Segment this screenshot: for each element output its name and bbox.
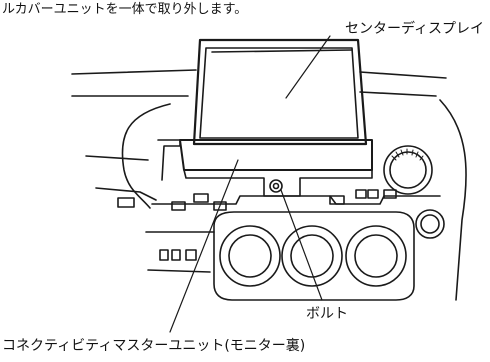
center-display-frame: [192, 38, 368, 146]
climate-knob-left: [219, 225, 281, 287]
leader-center-display: [285, 35, 331, 99]
slot-j: [185, 249, 197, 261]
slot-a: [171, 201, 186, 211]
center-display-screen: [199, 47, 359, 139]
slot-h: [159, 249, 169, 261]
dash-outline-right: [439, 99, 467, 301]
dash-outline-left-low: [85, 155, 157, 201]
climate-knob-center: [281, 225, 343, 287]
label-bolt: ボルト: [306, 306, 348, 322]
slot-f: [367, 189, 379, 199]
slot-d: [329, 195, 345, 205]
bolt-center: [272, 182, 280, 190]
slot-b: [193, 193, 209, 203]
dash-outline-top: [71, 69, 447, 97]
climate-panel: [213, 211, 415, 301]
leader-connectivity-unit: [169, 159, 239, 333]
lower-console-line: [145, 231, 215, 273]
slot-e: [355, 189, 367, 199]
slot-left: [117, 197, 135, 208]
climate-knob-right: [345, 225, 407, 287]
label-connectivity-unit: コネクティビティマスターユニット(モニター裏): [2, 337, 305, 354]
round-button-inner: [420, 214, 440, 234]
dash-outline-left-curve: [121, 103, 171, 209]
knob-ridges: [391, 148, 424, 161]
label-center-display: センターディスプレイ: [345, 20, 484, 37]
climate-knob-left-inner: [228, 234, 272, 278]
display-top-bevel: [211, 49, 353, 53]
bolt: [269, 179, 283, 193]
header-fragment: ルカバーユニットを一体で取り外します。: [2, 2, 247, 17]
rotary-knob-inner: [389, 151, 427, 189]
monitor-mount-left-arm: [157, 139, 181, 181]
leader-bolt: [280, 189, 323, 301]
slot-i: [171, 249, 181, 261]
slot-c: [213, 201, 227, 211]
rotary-knob: [383, 145, 433, 195]
climate-knob-center-inner: [290, 234, 334, 278]
climate-knob-right-inner: [354, 234, 398, 278]
slot-g: [383, 189, 397, 199]
round-button: [415, 209, 445, 239]
